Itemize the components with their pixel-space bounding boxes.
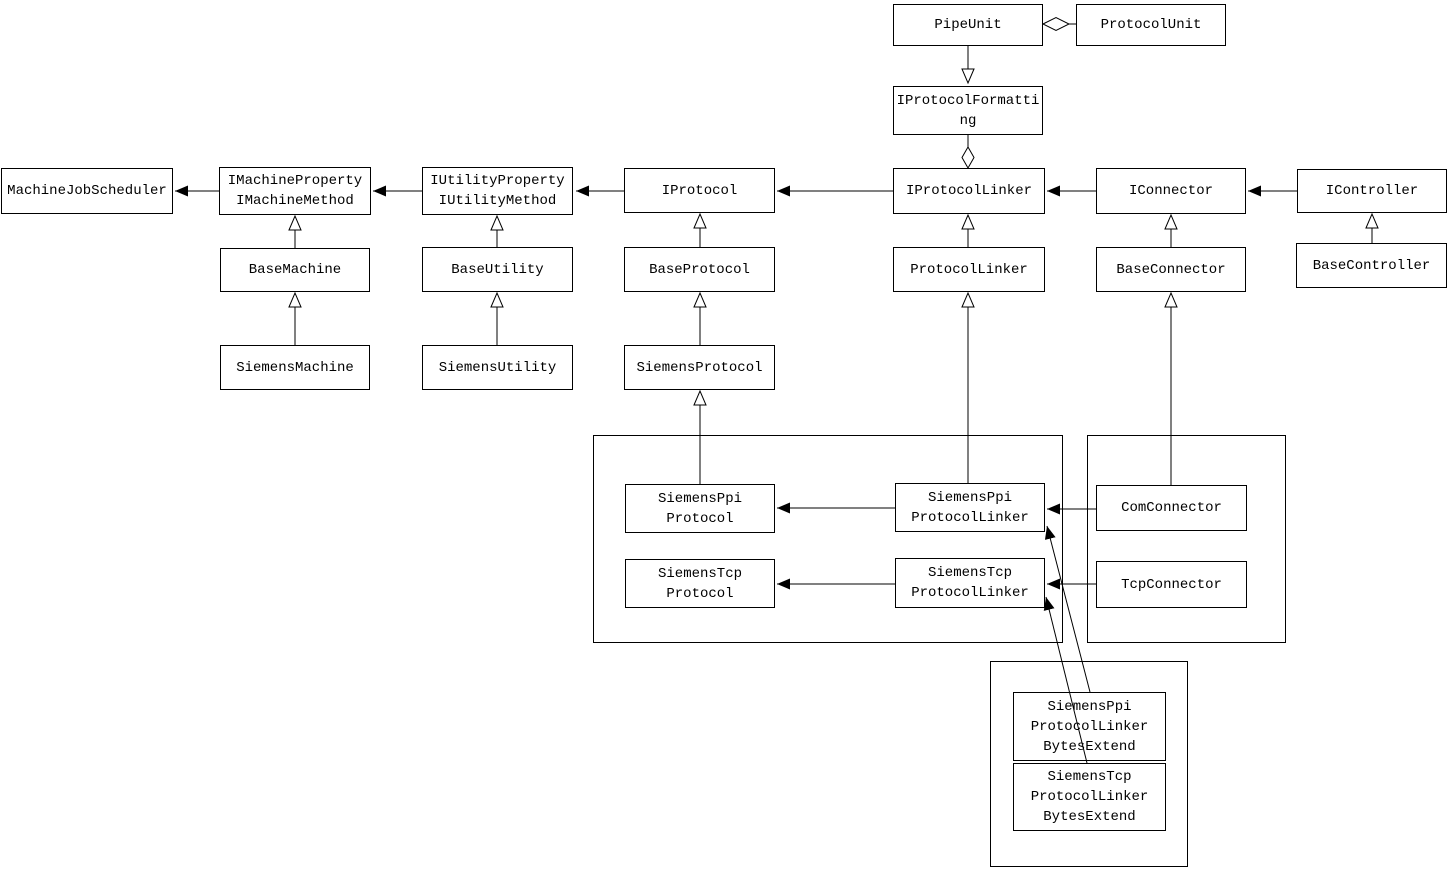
class-siemens-utility: SiemensUtility xyxy=(422,345,573,390)
class-siemens-machine: SiemensMachine xyxy=(220,345,370,390)
class-base-controller: BaseController xyxy=(1296,243,1447,288)
interface-icontroller: IController xyxy=(1297,169,1447,213)
class-protocol-unit: ProtocolUnit xyxy=(1076,4,1226,46)
class-base-protocol: BaseProtocol xyxy=(624,247,775,292)
aggregation-diamond-iprotocollinker xyxy=(961,145,975,170)
class-machine-job-scheduler: MachineJobScheduler xyxy=(1,168,173,214)
class-siemens-ppi-protocol-linker: SiemensPpi ProtocolLinker xyxy=(895,483,1045,532)
class-pipe-unit: PipeUnit xyxy=(893,4,1043,46)
class-siemens-tcp-protocol-linker-bytes-extend: SiemensTcp ProtocolLinker BytesExtend xyxy=(1013,763,1166,831)
interface-imachine: IMachineProperty IMachineMethod xyxy=(219,167,371,215)
class-siemens-protocol: SiemensProtocol xyxy=(624,345,775,390)
interface-iprotocol: IProtocol xyxy=(624,168,775,213)
class-base-utility: BaseUtility xyxy=(422,247,573,292)
class-protocol-linker: ProtocolLinker xyxy=(893,247,1045,292)
aggregation-diamond-pipe-unit xyxy=(1041,16,1071,32)
class-siemens-ppi-protocol: SiemensPpi Protocol xyxy=(625,484,775,533)
interface-iutility: IUtilityProperty IUtilityMethod xyxy=(422,167,573,215)
interface-iprotocol-linker: IProtocolLinker xyxy=(893,168,1045,214)
group-siemens-protocol-linkers xyxy=(593,435,1063,643)
class-com-connector: ComConnector xyxy=(1096,485,1247,531)
class-iprotocol-formatting: IProtocolFormatti ng xyxy=(893,86,1043,135)
interface-iconnector: IConnector xyxy=(1096,168,1246,214)
group-connectors xyxy=(1087,435,1286,643)
class-siemens-ppi-protocol-linker-bytes-extend: SiemensPpi ProtocolLinker BytesExtend xyxy=(1013,692,1166,761)
class-base-machine: BaseMachine xyxy=(220,248,370,292)
class-siemens-tcp-protocol: SiemensTcp Protocol xyxy=(625,559,775,608)
class-siemens-tcp-protocol-linker: SiemensTcp ProtocolLinker xyxy=(895,558,1045,608)
class-base-connector: BaseConnector xyxy=(1096,247,1246,292)
class-tcp-connector: TcpConnector xyxy=(1096,561,1247,608)
